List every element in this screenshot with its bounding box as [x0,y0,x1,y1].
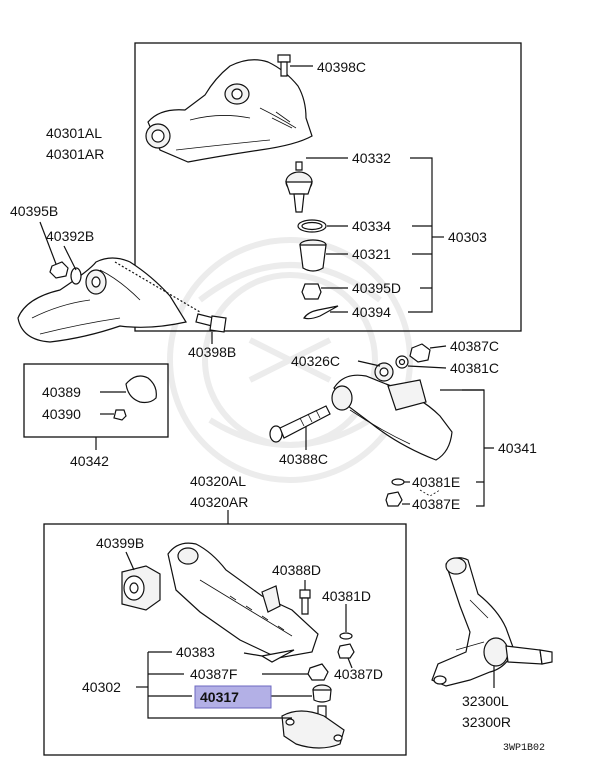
bushing-40326c-drawing[interactable] [374,362,394,382]
cotter-pin-40394-drawing[interactable] [303,305,339,320]
label-40302: 40302 [82,679,121,695]
label-40388c: 40388C [279,451,328,467]
dust-cover-40317-drawing[interactable] [312,684,332,703]
label-40320al: 40320AL [190,473,246,489]
label-40383: 40383 [176,644,215,660]
label-40389: 40389 [42,384,81,400]
cover-40389-drawing[interactable] [125,375,157,404]
upper-arm-frame [134,42,522,332]
lower-arm-40320-drawing[interactable] [167,542,319,659]
label-40387c: 40387C [450,338,499,354]
leader-40381c [407,365,447,369]
nut-40387d-drawing[interactable] [337,643,355,659]
label-40399b: 40399B [96,535,144,551]
label-40381e: 40381E [412,474,460,490]
label-40317[interactable]: 40317 [200,689,239,705]
leader-40326c [357,360,381,367]
label-40301ar: 40301AR [46,146,104,162]
bolt-40388c-drawing[interactable] [269,405,331,443]
label-40332: 40332 [352,150,391,166]
label-40395b: 40395B [10,203,58,219]
label-40303: 40303 [448,229,487,245]
lower-arm-frame [43,523,407,756]
diagram-code: 3WP1B02 [503,743,545,754]
label-40301al: 40301AL [46,125,102,141]
label-40395d: 40395D [352,280,401,296]
upper-control-arm-drawing[interactable] [145,59,313,163]
bracket-40341 [462,389,494,507]
label-40390: 40390 [42,406,81,422]
cotter-pin-40383-drawing[interactable] [260,649,295,663]
leader-40392b [63,245,77,271]
label-40341: 40341 [498,440,537,456]
label-32300l: 32300L [462,693,509,709]
leader-40387c [429,345,447,349]
label-40321: 40321 [352,246,391,262]
leader-40399b [125,551,135,571]
label-40320ar: 40320AR [190,494,248,510]
watermark-emblem [167,237,413,483]
washer-40381c-drawing[interactable] [395,355,409,369]
label-40387f: 40387F [190,666,237,682]
label-40334: 40334 [352,218,391,234]
bracket-40303 [408,157,433,313]
label-40398c: 40398C [317,59,366,75]
label-40342: 40342 [70,453,109,469]
highlight-40317 [194,685,272,709]
label-40394: 40394 [352,304,391,320]
bolt-40398b-drawing[interactable] [195,313,227,333]
washer-40381e-drawing[interactable] [391,478,405,486]
washer-40381d-drawing[interactable] [339,632,353,640]
lower-arm-40341-drawing[interactable] [331,374,453,461]
dust-cover-40321-drawing[interactable] [299,239,327,272]
snap-ring-40334-drawing[interactable] [297,219,327,233]
nut-40395d-drawing[interactable] [301,283,322,300]
label-40381c: 40381C [450,360,499,376]
label-40387e: 40387E [412,496,460,512]
label-40387d: 40387D [334,666,383,682]
bolt-40398c-drawing[interactable] [277,54,291,77]
bolt-40388d-drawing[interactable] [299,589,311,615]
label-40392b: 40392B [46,228,94,244]
label-40381d: 40381D [322,588,371,604]
label-40398b: 40398B [188,344,236,360]
leader-40383 [243,652,263,657]
washer-40392b-drawing[interactable] [70,267,82,285]
steering-knuckle-32300-drawing[interactable] [431,557,553,687]
leader-40387d [347,657,353,669]
label-40388d: 40388D [272,562,321,578]
leader-40395b [39,221,57,265]
nut-40390-drawing[interactable] [113,409,127,421]
nut-40395b-drawing[interactable] [49,261,69,279]
label-32300r: 32300R [462,714,511,730]
nut-40387c-drawing[interactable] [409,343,431,363]
upper-arm-left-drawing[interactable] [17,257,187,343]
bushing-40399b-drawing[interactable] [121,565,161,611]
axis-line-upper [114,261,201,313]
ball-joint-40332-drawing[interactable] [285,161,313,213]
label-40326c: 40326C [291,353,340,369]
nut-40387e-drawing[interactable] [385,491,403,507]
nut-40387f-drawing[interactable] [307,663,329,681]
bracket-40302 [147,651,292,719]
ball-joint-lower-drawing[interactable] [281,705,345,749]
